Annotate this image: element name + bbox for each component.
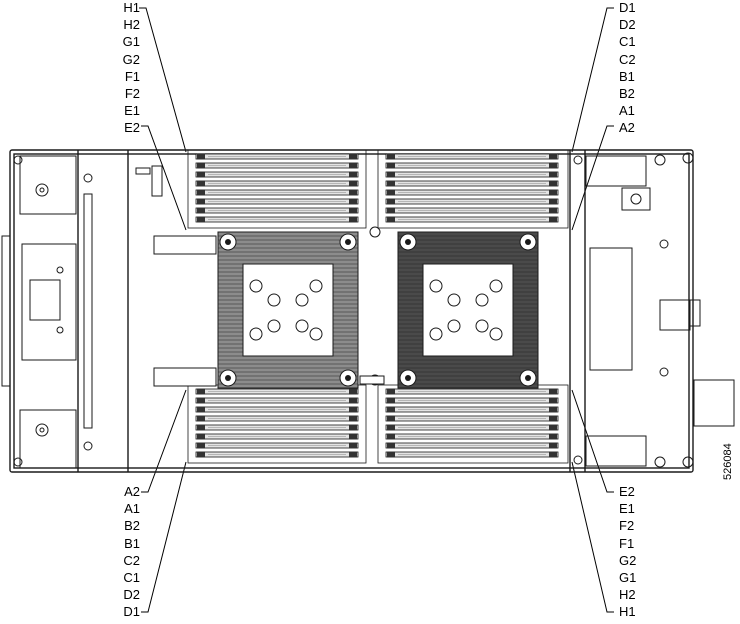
slot-label-bottom-left-0: A2 (124, 484, 140, 499)
dimm-bank-lower-left-slot-1 (195, 397, 359, 404)
dimm-bank-lower-right-slot-7 (385, 451, 559, 458)
dimm-bank-upper-right-slot-2 (385, 171, 559, 178)
dimm-bank-upper-left-slot-3 (195, 180, 359, 187)
slot-label-top-left-2: G1 (122, 34, 140, 50)
slot-label-bottom-right-2: F2 (619, 518, 635, 534)
dimm-bank-lower-left-slot-5 (195, 433, 359, 440)
slot-label-top-left-7: E2 (124, 120, 140, 136)
dimm-bank-lower-right-slot-1 (385, 397, 559, 404)
slot-label-top-right-5: B2 (619, 86, 635, 101)
dimm-bank-lower-right-slot-6 (385, 442, 559, 449)
dimm-bank-frame-0 (187, 149, 367, 229)
connectors (135, 165, 385, 387)
slot-label-bottom-right-6: H2 (619, 587, 636, 603)
slot-label-bottom-right-1: E1 (619, 501, 635, 517)
dimm-bank-upper-left-slot-0 (195, 153, 359, 160)
dimm-bank-upper-left-slot-6 (195, 207, 359, 214)
leader-lines (139, 7, 614, 613)
slot-label-bottom-right-4: G2 (619, 552, 637, 568)
slot-label-top-left-6: E1 (124, 103, 140, 119)
dimm-bank-lower-right-slot-5 (385, 433, 559, 440)
dimm-bank-upper-right-slot-3 (385, 180, 559, 187)
slot-label-top-left-0: H1 (123, 0, 140, 15)
front-panel-section (1, 155, 93, 469)
dimm-bank-lower-left-slot-6 (195, 442, 359, 449)
dimm-bank-lower-left-slot-3 (195, 415, 359, 422)
leader-bottom-left (141, 389, 187, 493)
slot-label-top-left-4: F1 (124, 68, 140, 84)
leader-bottom-right (571, 389, 614, 493)
cpu1-heatsink (217, 231, 359, 389)
slot-label-top-right-0: D1 (619, 0, 636, 15)
slot-label-top-left-5: F2 (124, 86, 140, 101)
dimm-bank-upper-right-slot-6 (385, 207, 559, 214)
slot-label-bottom-left-5: C1 (123, 570, 140, 585)
slot-label-top-right-6: A1 (619, 103, 635, 119)
slot-label-top-left-3: G2 (122, 51, 140, 67)
slot-label-bottom-right-3: F1 (619, 535, 635, 551)
slot-label-bottom-left-7: D1 (123, 604, 140, 620)
dimm-bank-upper-left-slot-4 (195, 189, 359, 196)
leader-top-left (139, 7, 187, 153)
slot-label-bottom-left-4: C2 (123, 552, 140, 568)
dimm-bank-upper-right-slot-0 (385, 153, 559, 160)
standoff-0 (369, 226, 381, 238)
dimm-bank-upper-left-slot-1 (195, 162, 359, 169)
slot-label-bottom-right-0: E2 (619, 484, 635, 499)
dimm-bank-lower-left-slot-4 (195, 424, 359, 431)
slot-label-top-right-3: C2 (619, 51, 636, 67)
dimm-bank-upper-right-slot-5 (385, 198, 559, 205)
slot-label-top-left-1: H2 (123, 17, 140, 33)
dimm-bank-lower-left-slot-2 (195, 406, 359, 413)
slot-label-bottom-left-3: B1 (124, 535, 140, 551)
dimm-bank-upper-right-slot-7 (385, 216, 559, 223)
slot-label-top-right-4: B1 (619, 68, 635, 84)
dimm-bank-upper-left-slot-2 (195, 171, 359, 178)
slot-label-bottom-left-1: A1 (124, 501, 140, 517)
dimm-bank-upper-right-slot-1 (385, 162, 559, 169)
leader-bottom-right-2 (571, 461, 614, 613)
dimm-banks (187, 149, 569, 464)
cpu-heatsinks (217, 231, 539, 389)
slot-label-top-right-2: C1 (619, 34, 636, 50)
slot-label-bottom-left-2: B2 (124, 518, 140, 534)
slot-label-bottom-right-5: G1 (619, 570, 637, 585)
dimm-bank-lower-left-slot-7 (195, 451, 359, 458)
figure-id: 526084 (722, 443, 734, 480)
dimm-bank-lower-left-slot-0 (195, 388, 359, 395)
leader-top-right (571, 7, 614, 153)
rear-section (573, 152, 735, 468)
dimm-bank-upper-left-slot-7 (195, 216, 359, 223)
dimm-bank-upper-right-slot-4 (385, 189, 559, 196)
dimm-bank-lower-right-slot-3 (385, 415, 559, 422)
slot-label-bottom-right-7: H1 (619, 604, 636, 620)
dimm-bank-upper-left-slot-5 (195, 198, 359, 205)
dimm-bank-lower-right-slot-4 (385, 424, 559, 431)
dimm-bank-frame-3 (377, 384, 569, 464)
slot-label-top-right-1: D2 (619, 17, 636, 33)
dimm-bank-frame-2 (187, 384, 367, 464)
dimm-bank-lower-right-slot-2 (385, 406, 559, 413)
leader-top-right-2 (571, 125, 614, 231)
cpu2-heatsink (397, 231, 539, 389)
slot-label-top-right-7: A2 (619, 120, 635, 136)
dimm-bank-frame-1 (377, 149, 569, 229)
leader-top-left-2 (141, 125, 187, 231)
dimm-bank-lower-right-slot-0 (385, 388, 559, 395)
leader-bottom-left-2 (141, 461, 187, 613)
slot-label-bottom-left-6: D2 (123, 587, 140, 603)
